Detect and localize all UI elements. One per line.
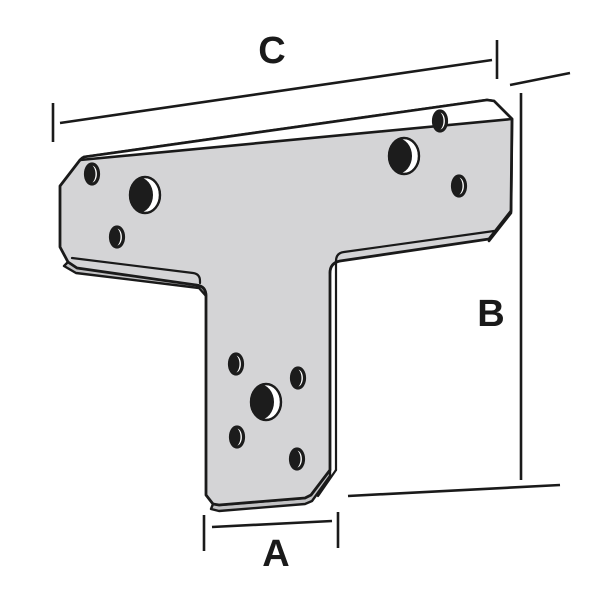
stem-small-hole-upper-right [289, 366, 307, 390]
right-arm-small-hole-lower [450, 174, 468, 198]
dimension-b-extension-top [509, 71, 571, 87]
left-arm-small-hole-lower [108, 225, 126, 249]
stem-small-hole-lower-right [288, 447, 306, 471]
dimension-c-line [59, 58, 493, 125]
dimension-c: C [51, 30, 499, 142]
notch-thickness-line-right [334, 229, 496, 472]
stem-right-thickness-line [316, 468, 338, 498]
inner-corner-left [194, 283, 208, 298]
plate-top-face [78, 98, 514, 162]
left-arm-small-hole-upper [83, 162, 101, 186]
dimension-b-extension-bottom [347, 483, 561, 498]
dimension-b: B [347, 71, 571, 498]
stem-small-hole-lower-left [228, 425, 246, 449]
stem-small-hole-upper-left [227, 352, 245, 376]
right-arm-small-hole-upper [431, 109, 449, 133]
dimension-a-line [211, 519, 333, 529]
small-hole-group [83, 109, 468, 471]
bracket-body [58, 98, 514, 513]
plate-outline [58, 98, 514, 507]
right-arm-large-hole [387, 136, 421, 176]
dimension-c-label: C [258, 30, 285, 72]
dimension-a-label: A [262, 533, 289, 575]
dimension-a: A [202, 512, 340, 575]
inner-corner-right [328, 259, 342, 275]
notch-thickness-line-left [70, 256, 202, 285]
dimension-b-label: B [477, 293, 504, 335]
